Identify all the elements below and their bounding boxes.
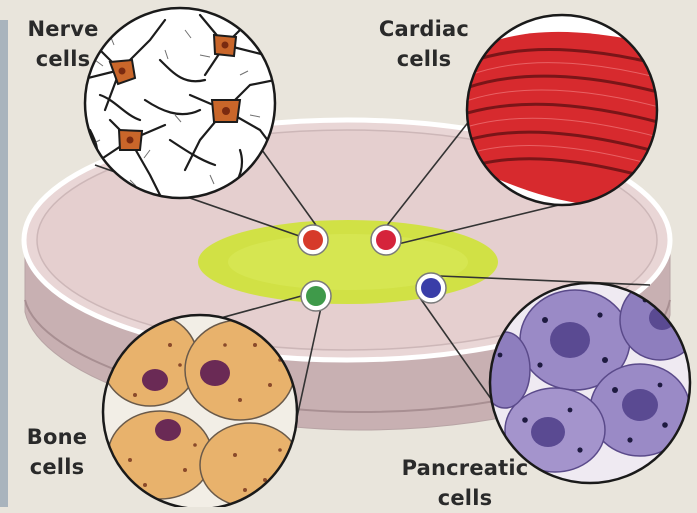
bone-label-line1: Bone (14, 422, 100, 452)
pancreatic-dot (421, 278, 441, 298)
nerve-dot (303, 230, 323, 250)
cardiac-label-line2: cells (368, 44, 480, 74)
bone-nucleus-2 (200, 360, 230, 386)
pancreatic-cells-label: Pancreatic cells (396, 453, 534, 513)
bone-dot (306, 286, 326, 306)
pancreatic-nucleus-1 (550, 322, 590, 358)
bone-label-line2: cells (14, 452, 100, 482)
pancreatic-nucleus-3 (531, 417, 565, 447)
bone-nucleus-3 (155, 419, 181, 441)
neuron-nucleus-4 (127, 137, 134, 144)
cardiac-label-line1: Cardiac (368, 14, 480, 44)
cardiac-cells-label: Cardiac cells (368, 14, 480, 74)
nerve-label-line2: cells (18, 44, 108, 74)
left-edge-shadow (0, 20, 8, 507)
neuron-nucleus-2 (222, 42, 229, 49)
pancreatic-nucleus-2 (622, 389, 658, 421)
pancreatic-label-line1: Pancreatic (396, 453, 534, 483)
nerve-label-line1: Nerve (18, 14, 108, 44)
pancreatic-label-line2: cells (396, 483, 534, 513)
cardiac-dot (376, 230, 396, 250)
nerve-cells-label: Nerve cells (18, 14, 108, 74)
neuron-nucleus-3 (222, 107, 230, 115)
bone-nucleus-1 (142, 369, 168, 391)
bone-cells-label: Bone cells (14, 422, 100, 482)
neuron-nucleus-1 (119, 68, 126, 75)
